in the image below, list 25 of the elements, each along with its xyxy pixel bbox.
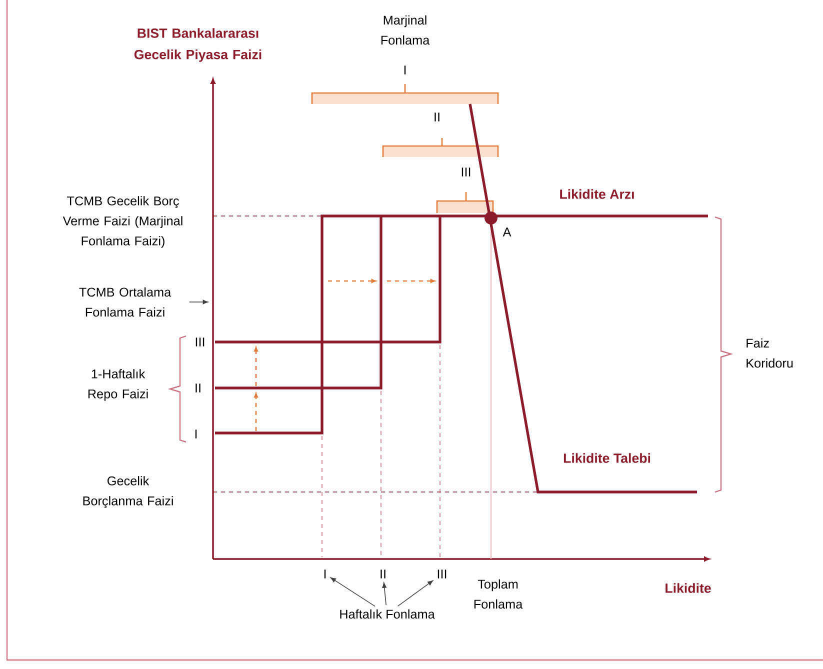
rate-label: TCMB Ortalama Fonlama Faizi [79, 287, 172, 317]
rate-label: TCMB Gecelik Borç Verme Faizi (Marjinal Fonlama Faizi) [62, 196, 182, 248]
bracket-label: III [462, 168, 470, 176]
arrow [382, 582, 387, 606]
tick-label: I [324, 570, 326, 578]
bracket-label: I [404, 66, 406, 74]
arrow [188, 300, 208, 304]
curve-label: Likidite Talebi [564, 453, 650, 463]
tick-label: II [380, 570, 386, 578]
arrow [330, 577, 376, 607]
axis-title: Likidite [666, 583, 711, 593]
rate-label: 1-Haftalık Repo Faizi [88, 369, 148, 401]
curve-label: Likidite Arzı [560, 189, 634, 199]
corridor-label: Faiz Koridoru [746, 338, 793, 368]
bracket-label: Marjinal Fonlama [381, 15, 430, 45]
arrow [397, 580, 434, 607]
y-axis [210, 78, 216, 559]
axis-label: Haftalık Fonlama [340, 609, 435, 619]
axis-title: BIST Bankalararası Gecelik Piyasa Faizi [134, 28, 262, 62]
step-label: I [195, 430, 197, 438]
rate-label: Gecelik Borçlanma Faizi [83, 476, 173, 508]
axis-label: Toplam Fonlama [474, 579, 523, 609]
point-label: A [502, 228, 512, 236]
tick-label: III [438, 570, 446, 578]
bracket-label: II [434, 112, 440, 122]
